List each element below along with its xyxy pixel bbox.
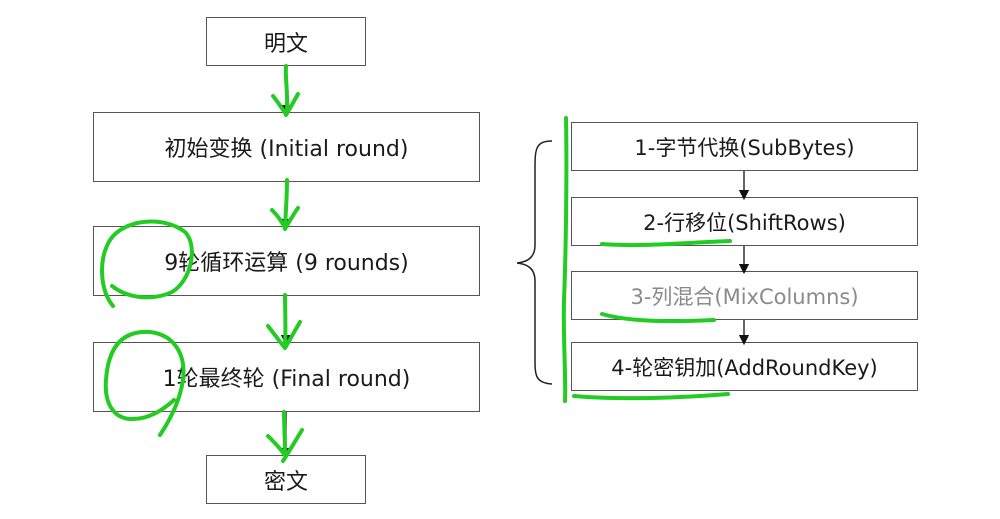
mixcolumns-label: 3-列混合(MixColumns) [630, 284, 859, 309]
ciphertext-label: 密文 [263, 469, 308, 495]
addroundkey-label: 4-轮密钥加(AddRoundKey) [611, 355, 878, 380]
addroundkey-box: 4-轮密钥加(AddRoundKey) [571, 342, 918, 391]
subbytes-label: 1-字节代换(SubBytes) [634, 135, 855, 160]
shiftrows-label: 2-行移位(ShiftRows) [643, 210, 846, 235]
nine-rounds-label: 9轮循环运算 (9 rounds) [164, 251, 409, 276]
shiftrows-box: 2-行移位(ShiftRows) [571, 197, 918, 246]
plaintext-label: 明文 [263, 31, 308, 57]
mixcolumns-box: 3-列混合(MixColumns) [571, 271, 918, 320]
subbytes-box: 1-字节代换(SubBytes) [571, 122, 918, 171]
initial-round-box: 初始变换 (Initial round) [93, 112, 480, 182]
brace-icon [516, 140, 553, 385]
initial-round-label: 初始变换 (Initial round) [164, 137, 409, 162]
final-round-box: 1轮最终轮 (Final round) [93, 342, 480, 412]
nine-rounds-box: 9轮循环运算 (9 rounds) [93, 226, 480, 296]
final-round-label: 1轮最终轮 (Final round) [162, 367, 411, 392]
plaintext-box: 明文 [206, 17, 366, 66]
ciphertext-box: 密文 [206, 455, 366, 504]
